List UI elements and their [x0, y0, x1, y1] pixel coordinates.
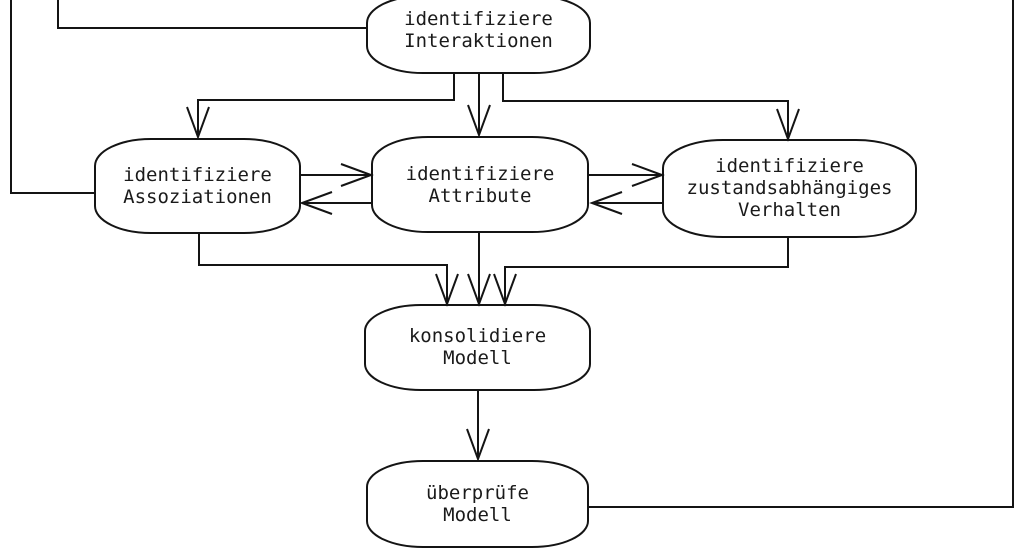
- node-identifiziere-attribute-label-line-2: Attribute: [429, 185, 532, 207]
- edge-attribute-to-verhalten-arrowhead-icon: [631, 163, 665, 187]
- node-ueberpruefe-modell-shape: [366, 460, 589, 548]
- edge-konsolidiere-to-ueberpruefe-arrowhead-icon: [466, 428, 490, 462]
- node-identifiziere-attribute-label-line-1: identifiziere: [406, 163, 555, 185]
- node-ueberpruefe-modell-label-line-1: überprüfe: [426, 482, 529, 504]
- edge-assoziationen-to-konsolidiere: [198, 231, 448, 304]
- node-konsolidiere-modell-label-line-2: Modell: [443, 347, 512, 369]
- node-konsolidiere-modell-label-line-1: konsolidiere: [409, 325, 546, 347]
- edge-assoziationen-to-konsolidiere-arrowhead-icon: [435, 273, 459, 307]
- edge-verhalten-to-konsolidiere-arrowhead-icon: [493, 273, 517, 307]
- node-identifiziere-zustandsabhaengiges-verhalten-label-line-2: zustandsabhängiges: [687, 177, 893, 199]
- node-identifiziere-zustandsabhaengiges-verhalten-label-line-1: identifiziere: [715, 155, 864, 177]
- edge-interaktionen-to-assoziationen-arrowhead-icon: [186, 106, 210, 140]
- node-identifiziere-attribute-shape: [371, 136, 589, 233]
- node-konsolidiere-modell-shape: [364, 304, 591, 391]
- edge-ueberpruefe-loop-right: [585, 0, 1014, 508]
- node-identifiziere-assoziationen-label-line-1: identifiziere: [123, 164, 272, 186]
- node-identifiziere-interaktionen-shape: [366, 0, 591, 74]
- node-ueberpruefe-modell-label-line-2: Modell: [443, 504, 512, 526]
- node-identifiziere-interaktionen-label-line-1: identifiziere: [404, 8, 553, 30]
- edge-attribute-to-konsolidiere-arrowhead-icon: [467, 273, 491, 307]
- edge-assoziationen-to-attribute-arrowhead-icon: [340, 163, 374, 187]
- edge-interaktionen-to-attribute-arrowhead-icon: [467, 104, 491, 138]
- node-identifiziere-zustandsabhaengiges-verhalten-label-line-3: Verhalten: [738, 199, 841, 221]
- node-identifiziere-assoziationen-label-line-2: Assoziationen: [123, 186, 272, 208]
- node-identifiziere-interaktionen-label-line-2: Interaktionen: [404, 30, 553, 52]
- edge-interaktionen-to-verhalten-arrowhead-icon: [776, 108, 800, 142]
- edge-verhalten-to-konsolidiere: [504, 235, 789, 304]
- edge-interaktionen-to-assoziationen: [197, 72, 455, 137]
- node-identifiziere-zustandsabhaengiges-verhalten-shape: [662, 139, 917, 238]
- node-identifiziere-assoziationen-shape: [94, 138, 301, 234]
- edge-verhalten-to-attribute-arrowhead-icon: [589, 191, 623, 215]
- edge-top-loop-into-interaktionen: [57, 0, 370, 29]
- edge-attribute-to-assoziationen-arrowhead-icon: [299, 191, 333, 215]
- edge-interaktionen-to-verhalten: [502, 72, 789, 139]
- edge-top-loop-into-assoziationen: [10, 0, 97, 194]
